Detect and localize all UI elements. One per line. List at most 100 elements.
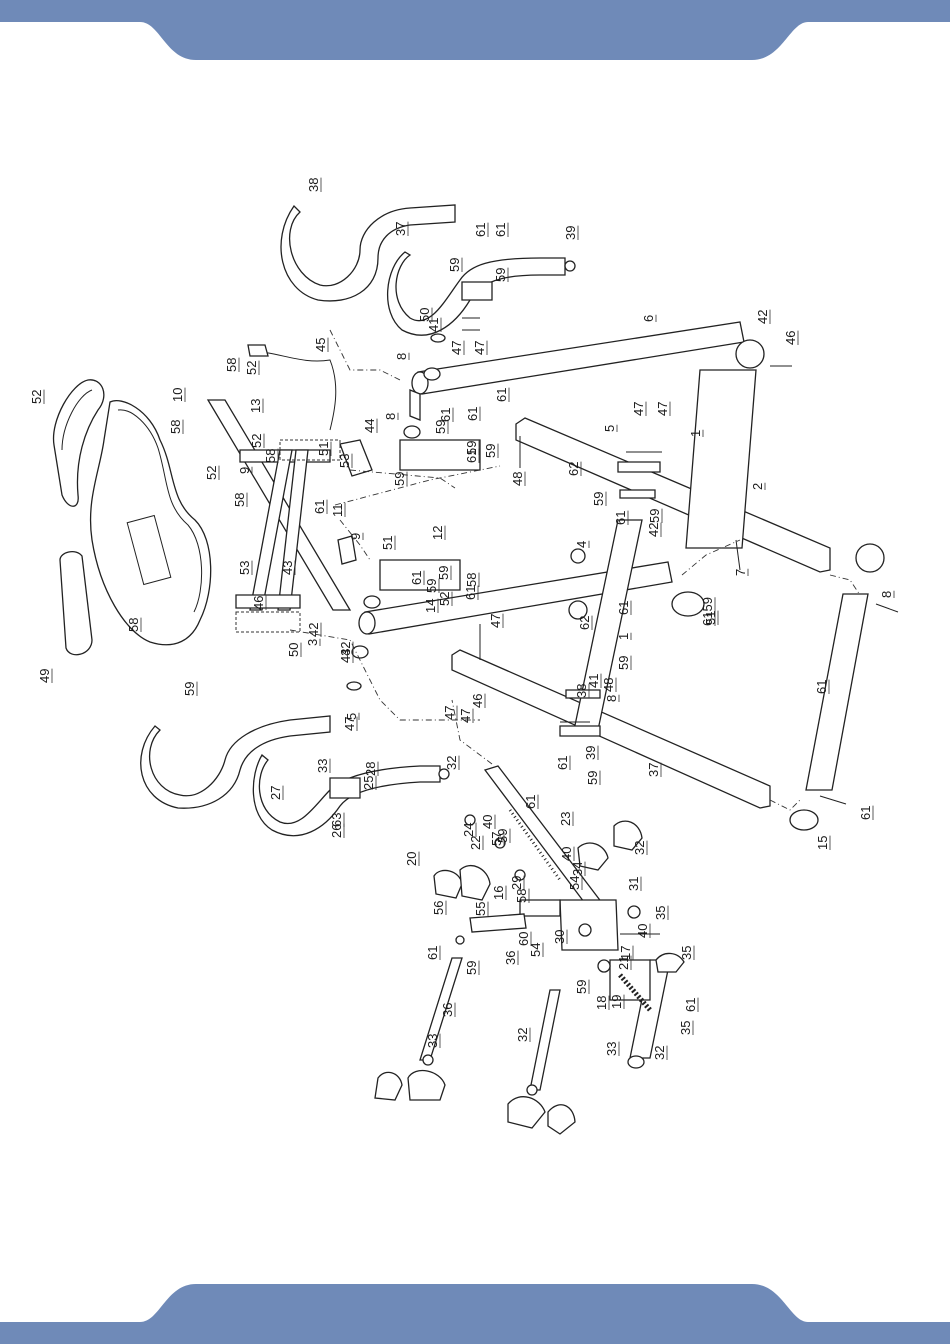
callout-number: 16 (491, 886, 506, 900)
callout-40: 40 (635, 924, 651, 938)
callout-59: 59 (392, 472, 408, 486)
callout-61: 61 (683, 998, 699, 1012)
callout-number: 47 (458, 709, 473, 723)
callout-number: 54 (567, 876, 582, 890)
callout-46: 46 (470, 694, 486, 708)
callout-number: 35 (653, 906, 668, 920)
callout-number: 61 (683, 998, 698, 1012)
callout-58: 58 (126, 618, 142, 632)
callout-number: 61 (493, 223, 508, 237)
callout-number: 2 (750, 483, 765, 490)
callout-46: 46 (251, 596, 267, 610)
callout-number: 8 (879, 591, 894, 598)
callout-45: 45 (313, 338, 329, 352)
callout-number: 59 (436, 566, 451, 580)
callout-28: 28 (363, 762, 379, 776)
callout-number: 61 (409, 571, 424, 585)
callout-50: 50 (417, 308, 433, 322)
callout-52: 52 (244, 361, 260, 375)
callout-6: 6 (641, 315, 657, 322)
callout-number: 61 (494, 388, 509, 402)
callout-number: 60 (516, 932, 531, 946)
foot-pad-33-b (507, 1096, 546, 1129)
callout-number: 59 (464, 961, 479, 975)
callout-number: 59 (591, 492, 606, 506)
callout-56: 56 (431, 901, 447, 915)
callout-52: 52 (437, 592, 453, 606)
callout-17: 17 (618, 946, 634, 960)
callout-61: 61 (463, 586, 479, 600)
callout-number: 58 (168, 420, 183, 434)
callout-37: 37 (646, 763, 662, 777)
callout-number: 57 (489, 832, 504, 846)
callout-15: 15 (815, 836, 831, 850)
callout-40: 40 (559, 847, 575, 861)
callout-number: 42 (306, 623, 321, 637)
callout-30: 30 (552, 930, 568, 944)
callout-59: 59 (574, 980, 590, 994)
callout-number: 38 (306, 178, 321, 192)
callout-number: 19 (609, 995, 624, 1009)
callout-59: 59 (436, 566, 452, 580)
callout-number: 52 (29, 390, 44, 404)
callout-2: 2 (750, 483, 766, 490)
callout-number: 47 (442, 706, 457, 720)
callout-19: 19 (609, 995, 625, 1009)
callout-47: 47 (458, 709, 474, 723)
footer-band (0, 1284, 950, 1344)
callout-number: 62 (566, 462, 581, 476)
callout-51: 51 (380, 536, 396, 550)
callout-number: 13 (248, 399, 263, 413)
callout-number: 47 (472, 341, 487, 355)
callout-57: 57 (489, 832, 505, 846)
callout-number: 40 (635, 924, 650, 938)
callout-number: 47 (488, 614, 503, 628)
callout-47: 47 (472, 341, 488, 355)
callout-number: 6 (641, 315, 656, 322)
callout-5: 5 (344, 713, 360, 720)
callout-number: 51 (380, 536, 395, 550)
callout-27: 27 (268, 786, 284, 800)
callout-number: 39 (583, 746, 598, 760)
callout-number: 54 (528, 943, 543, 957)
callout-number: 59 (424, 579, 439, 593)
callout-number: 44 (362, 419, 377, 433)
callout-35: 35 (653, 906, 669, 920)
callout-number: 1 (616, 633, 631, 640)
callout-number: 49 (37, 669, 52, 683)
callout-number: 61 (465, 407, 480, 421)
callout-number: 59 (182, 682, 197, 696)
callout-number: 22 (468, 836, 483, 850)
plate-16 (469, 913, 527, 933)
callout-48: 48 (601, 678, 617, 692)
callout-42: 42 (306, 623, 322, 637)
callout-number: 58 (224, 358, 239, 372)
callout-22: 22 (468, 836, 484, 850)
callout-1: 1 (616, 633, 632, 640)
callout-13: 13 (248, 399, 264, 413)
callout-number: 61 (473, 223, 488, 237)
callout-59: 59 (591, 492, 607, 506)
callout-47: 47 (488, 614, 504, 628)
callout-52: 52 (204, 466, 220, 480)
callout-61: 61 (493, 223, 509, 237)
callout-62: 62 (577, 616, 593, 630)
callout-59: 59 (647, 509, 663, 523)
callout-number: 61 (814, 680, 829, 694)
callout-61: 61 (613, 511, 629, 525)
callout-31: 31 (626, 877, 642, 891)
callout-32: 32 (632, 841, 648, 855)
plate-5-upper (617, 461, 661, 473)
callout-12: 12 (430, 526, 446, 540)
callout-number: 52 (204, 466, 219, 480)
callout-51: 51 (316, 442, 332, 456)
callout-38: 38 (306, 178, 322, 192)
callout-59: 59 (182, 682, 198, 696)
foot-pad-32-c (433, 869, 463, 899)
callout-48: 48 (510, 472, 526, 486)
callout-number: 58 (464, 573, 479, 587)
callout-8: 8 (604, 695, 620, 702)
callout-20: 20 (404, 852, 420, 866)
